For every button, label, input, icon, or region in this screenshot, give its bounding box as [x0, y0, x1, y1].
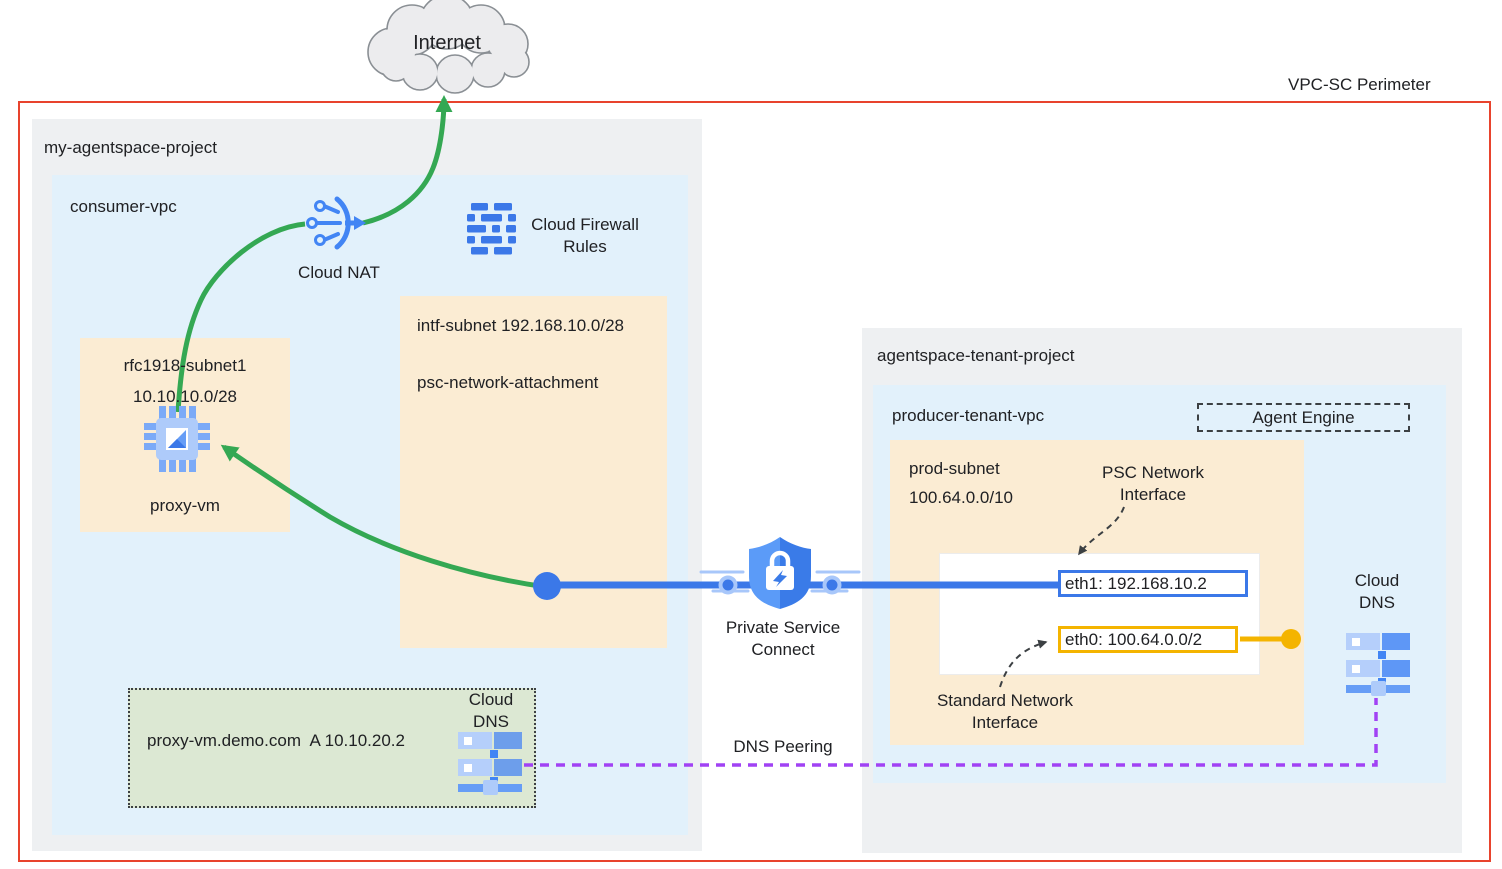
eth0-interface-box: eth0: 100.64.0.0/2	[1058, 626, 1238, 653]
vpc-b-label: producer-tenant-vpc	[892, 406, 1045, 425]
eth0-label: eth0: 100.64.0.0/2	[1065, 629, 1203, 649]
dns-peering-label: DNS Peering	[733, 737, 833, 756]
dns-record-text: proxy-vm.demo.com A 10.10.20.2	[147, 731, 405, 750]
eth1-label: eth1: 192.168.10.2	[1065, 573, 1207, 593]
vpc-a-label: consumer-vpc	[70, 197, 177, 216]
agent-engine-box: Agent Engine	[1197, 403, 1410, 432]
cloud-nat-label: Cloud NAT	[298, 263, 380, 282]
agent-engine-label: Agent Engine	[1252, 407, 1355, 427]
internet-label: Internet	[413, 32, 481, 54]
psc-network-interface-label: PSC Network Interface	[1101, 463, 1205, 504]
standard-network-interface-label: Standard Network Interface	[936, 691, 1074, 732]
vpc-sc-perimeter-box	[18, 101, 1491, 862]
intf-subnet-box	[400, 296, 667, 648]
project-b-label: agentspace-tenant-project	[877, 346, 1075, 365]
project-a-label: my-agentspace-project	[44, 138, 217, 157]
perimeter-label: VPC-SC Perimeter	[1288, 75, 1431, 94]
psc-network-attachment-label: psc-network-attachment	[417, 373, 599, 392]
intf-subnet-title: intf-subnet 192.168.10.0/28	[417, 316, 624, 335]
rfc-subnet-cidr: 10.10.10.0/28	[133, 387, 237, 406]
eth1-interface-box: eth1: 192.168.10.2	[1058, 570, 1248, 597]
prod-subnet-name: prod-subnet	[909, 459, 1000, 478]
rfc-subnet-name: rfc1918-subnet1	[123, 356, 247, 375]
cloud-firewall-label: Cloud Firewall Rules	[531, 215, 639, 256]
private-service-connect-label: Private Service Connect	[725, 618, 841, 659]
producer-cloud-dns-label: Cloud DNS	[1354, 571, 1400, 612]
prod-subnet-cidr: 100.64.0.0/10	[909, 488, 1013, 507]
consumer-cloud-dns-label: Cloud DNS	[468, 690, 514, 731]
proxy-vm-label: proxy-vm	[150, 496, 220, 515]
